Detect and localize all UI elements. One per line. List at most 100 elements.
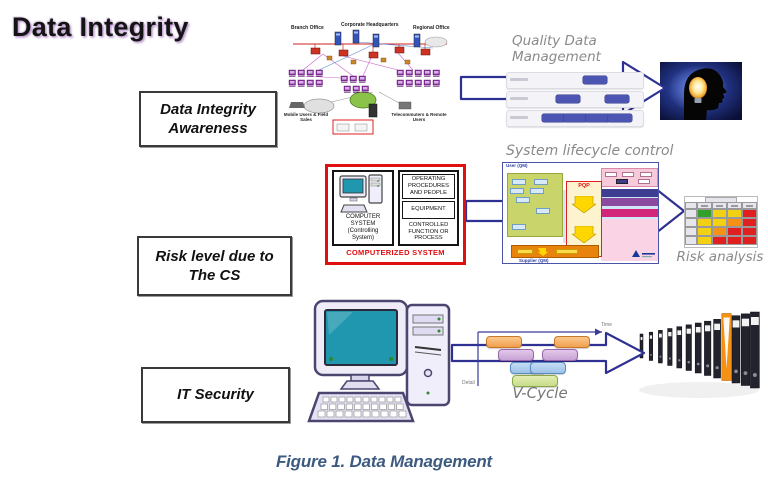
network-node [297, 69, 305, 77]
qdm-button [604, 95, 629, 103]
vcycle-box-requirements [486, 336, 522, 348]
binder-spine [658, 330, 663, 364]
label-box-it-security: IT Security [141, 367, 290, 423]
network-topology-image: Branch Office Corporate Headquarters Reg… [283, 20, 461, 142]
network-node [432, 79, 440, 87]
network-node [358, 75, 366, 83]
network-node [306, 79, 314, 87]
qdm-row-tag [510, 78, 528, 81]
risk-matrix [684, 196, 758, 248]
risk-cell-yellow [712, 218, 727, 227]
computer-system-subtitle: (Controlling System) [347, 228, 379, 242]
network-node [361, 85, 369, 93]
binders-image [639, 311, 760, 398]
header-text-bar [745, 205, 754, 207]
binder-spine [685, 324, 692, 371]
pqp-chevron-bottom [572, 226, 596, 244]
risk-cell-yellow [697, 227, 712, 236]
controlled-function-cell: OPERATING PROCEDURES AND PEOPLE EQUIPMEN… [398, 170, 459, 246]
vcycle-diagram: Time Detail V-Cycle [462, 322, 614, 408]
risk-cell-red [742, 209, 757, 218]
risk-matrix-header-cell [697, 202, 712, 209]
lifecycle-diagram: User (QM) PQP [502, 162, 659, 264]
risk-matrix-header-cell [742, 202, 757, 209]
network-node [288, 69, 296, 77]
vcycle-box-specification [498, 349, 534, 361]
qdm-button [542, 114, 567, 122]
qdm-button [564, 114, 589, 122]
network-node [432, 69, 440, 77]
computer-system-title: COMPUTER SYSTEM [345, 214, 381, 228]
qdm-row [506, 91, 644, 108]
network-node [423, 69, 431, 77]
risk-matrix-row-label [685, 227, 697, 236]
risk-matrix-row-label [685, 209, 697, 218]
pqp-chevron-top [572, 196, 596, 214]
header-text-bar [700, 205, 709, 207]
page-title: Data Integrity [12, 12, 189, 42]
risk-cell-green [697, 209, 712, 218]
qdm-button [555, 95, 580, 103]
label-box-risk-level: Risk level due to The CS [137, 236, 292, 296]
risk-cell-yellow [727, 209, 742, 218]
risk-matrix-row [685, 218, 757, 227]
qdm-row-tag [510, 97, 528, 100]
vcycle-label: V-Cycle [512, 384, 568, 402]
lifecycle-user-panel [507, 173, 563, 237]
network-label-telecommuters: Telecommuters & Remote Users [391, 112, 447, 122]
risk-cell-red [742, 236, 757, 245]
binder-spine [750, 311, 760, 389]
risk-cell-red [727, 236, 742, 245]
qdm-row [506, 110, 644, 127]
header-text-bar [730, 205, 739, 207]
header-text-bar [715, 205, 724, 207]
lifecycle-bottom-right-panel [601, 219, 658, 261]
desktop-computer-image [307, 299, 451, 423]
qdm-button [585, 114, 610, 122]
mini-computer-icon [339, 174, 383, 213]
binder-spine [740, 313, 750, 386]
lifecycle-bar-magenta [601, 209, 658, 217]
risk-analysis-label: Risk analysis [676, 249, 764, 265]
label-box-data-integrity-awareness: Data Integrity Awareness [139, 91, 277, 147]
network-node [405, 79, 413, 87]
lifecycle-supplier-label: Supplier (QM) [519, 258, 549, 263]
network-label-corporate-hq: Corporate Headquarters [341, 22, 399, 28]
risk-matrix-row-label [685, 218, 697, 227]
risk-cell-red [712, 236, 727, 245]
network-node [340, 75, 348, 83]
lifecycle-user-label: User (QM) [506, 163, 528, 168]
vcycle-box-acceptance [554, 336, 590, 348]
qdm-button [583, 76, 608, 84]
risk-matrix-row [685, 209, 757, 218]
head-lightbulb-image [660, 62, 742, 120]
binder-spines [639, 311, 760, 389]
lifecycle-bar-purple [601, 198, 658, 206]
binder-spine [704, 320, 712, 376]
risk-cell-red [742, 227, 757, 236]
qdm-button [607, 114, 632, 122]
network-node [315, 69, 323, 77]
computerized-system-box: COMPUTER SYSTEM (Controlling System) OPE… [325, 164, 466, 265]
binder-spine [676, 326, 683, 369]
computerized-system-columns: COMPUTER SYSTEM (Controlling System) OPE… [332, 170, 459, 246]
vcycle-box-testing [530, 362, 566, 374]
risk-matrix-header-row [685, 202, 757, 209]
risk-matrix-row [685, 227, 757, 236]
network-node [288, 79, 296, 87]
lifecycle-bar-darkblue [601, 189, 658, 197]
lifecycle-top-right-panel [601, 168, 658, 187]
risk-cell-yellow [697, 218, 712, 227]
vcycle-box-verification [542, 349, 578, 361]
network-node [396, 79, 404, 87]
vcycle-box-build [512, 375, 558, 387]
label-box-text: Data Integrity Awareness [160, 100, 256, 138]
quality-data-management-label: Quality Data Management [512, 33, 601, 65]
bulb-base [694, 98, 702, 103]
binder-spine [731, 315, 741, 384]
network-label-regional-office: Regional Office [413, 25, 450, 31]
label-box-text: IT Security [177, 386, 254, 404]
network-node [352, 85, 360, 93]
risk-cell-red [727, 227, 742, 236]
